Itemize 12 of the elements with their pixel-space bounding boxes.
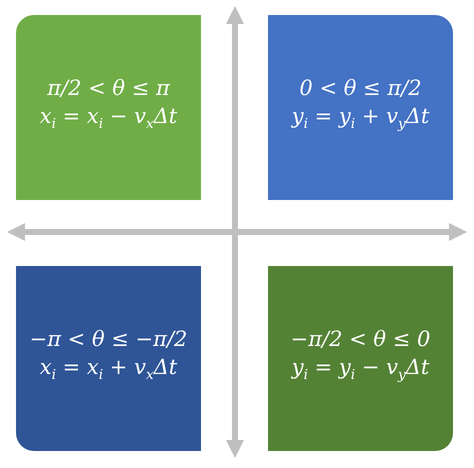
quadrant-box: [268, 15, 453, 200]
equation: −π/2 < θ ≤ 0: [290, 326, 430, 353]
equation: y$_{i}$ = y$_{i}$ + v$_{y}$Δt: [292, 102, 430, 134]
quadrant-box: [16, 266, 201, 451]
quadrant-box: [268, 266, 453, 451]
equation: y$_{i}$ = y$_{i}$ − v$_{y}$Δt: [292, 354, 430, 384]
equation: −π < θ ≤ −π/2: [30, 326, 188, 353]
equation: 0 < θ ≤ π/2: [299, 74, 422, 102]
quadrant-box: [16, 15, 201, 200]
equation: x$_{i}$ = x$_{i}$ + v$_{x}$Δt: [40, 354, 178, 384]
equation: x$_{i}$ = x$_{i}$ − v$_{x}$Δt: [40, 102, 178, 134]
equation: π/2 < θ ≤ π: [47, 74, 170, 102]
